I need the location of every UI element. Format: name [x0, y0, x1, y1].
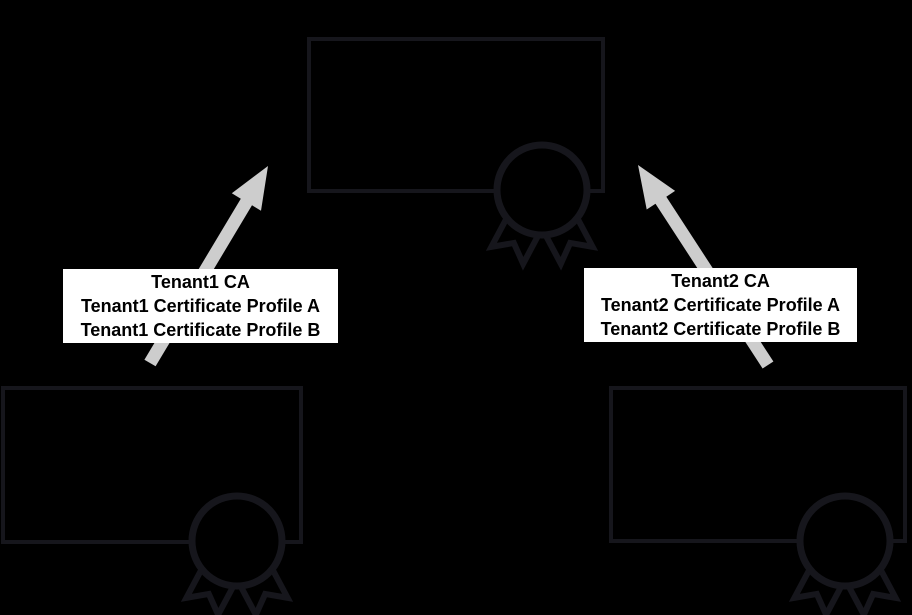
tenant2-label: Tenant2 CA Tenant2 Certificate Profile A…	[584, 268, 857, 342]
tenant2-label-line-1: Tenant2 CA	[671, 271, 770, 291]
tenant2-label-line-2: Tenant2 Certificate Profile A	[600, 295, 841, 315]
tenant2-label-line-3: Tenant2 Certificate Profile B	[600, 319, 841, 339]
tenant1-label-line-2: Tenant1 Certificate Profile A	[80, 296, 321, 316]
tenant1-label-line-3: Tenant1 Certificate Profile B	[80, 320, 321, 340]
tenant1-label: Tenant1 CA Tenant1 Certificate Profile A…	[63, 269, 338, 343]
tenant2-certificate-box	[609, 386, 907, 543]
certificate-ribbon-icon	[180, 492, 294, 615]
certificate-ribbon-icon	[788, 492, 902, 615]
root-certificate-box	[307, 37, 605, 193]
tenant1-certificate-box	[1, 386, 303, 544]
tenant1-label-line-1: Tenant1 CA	[151, 272, 250, 292]
certificate-ribbon-icon	[485, 141, 599, 271]
